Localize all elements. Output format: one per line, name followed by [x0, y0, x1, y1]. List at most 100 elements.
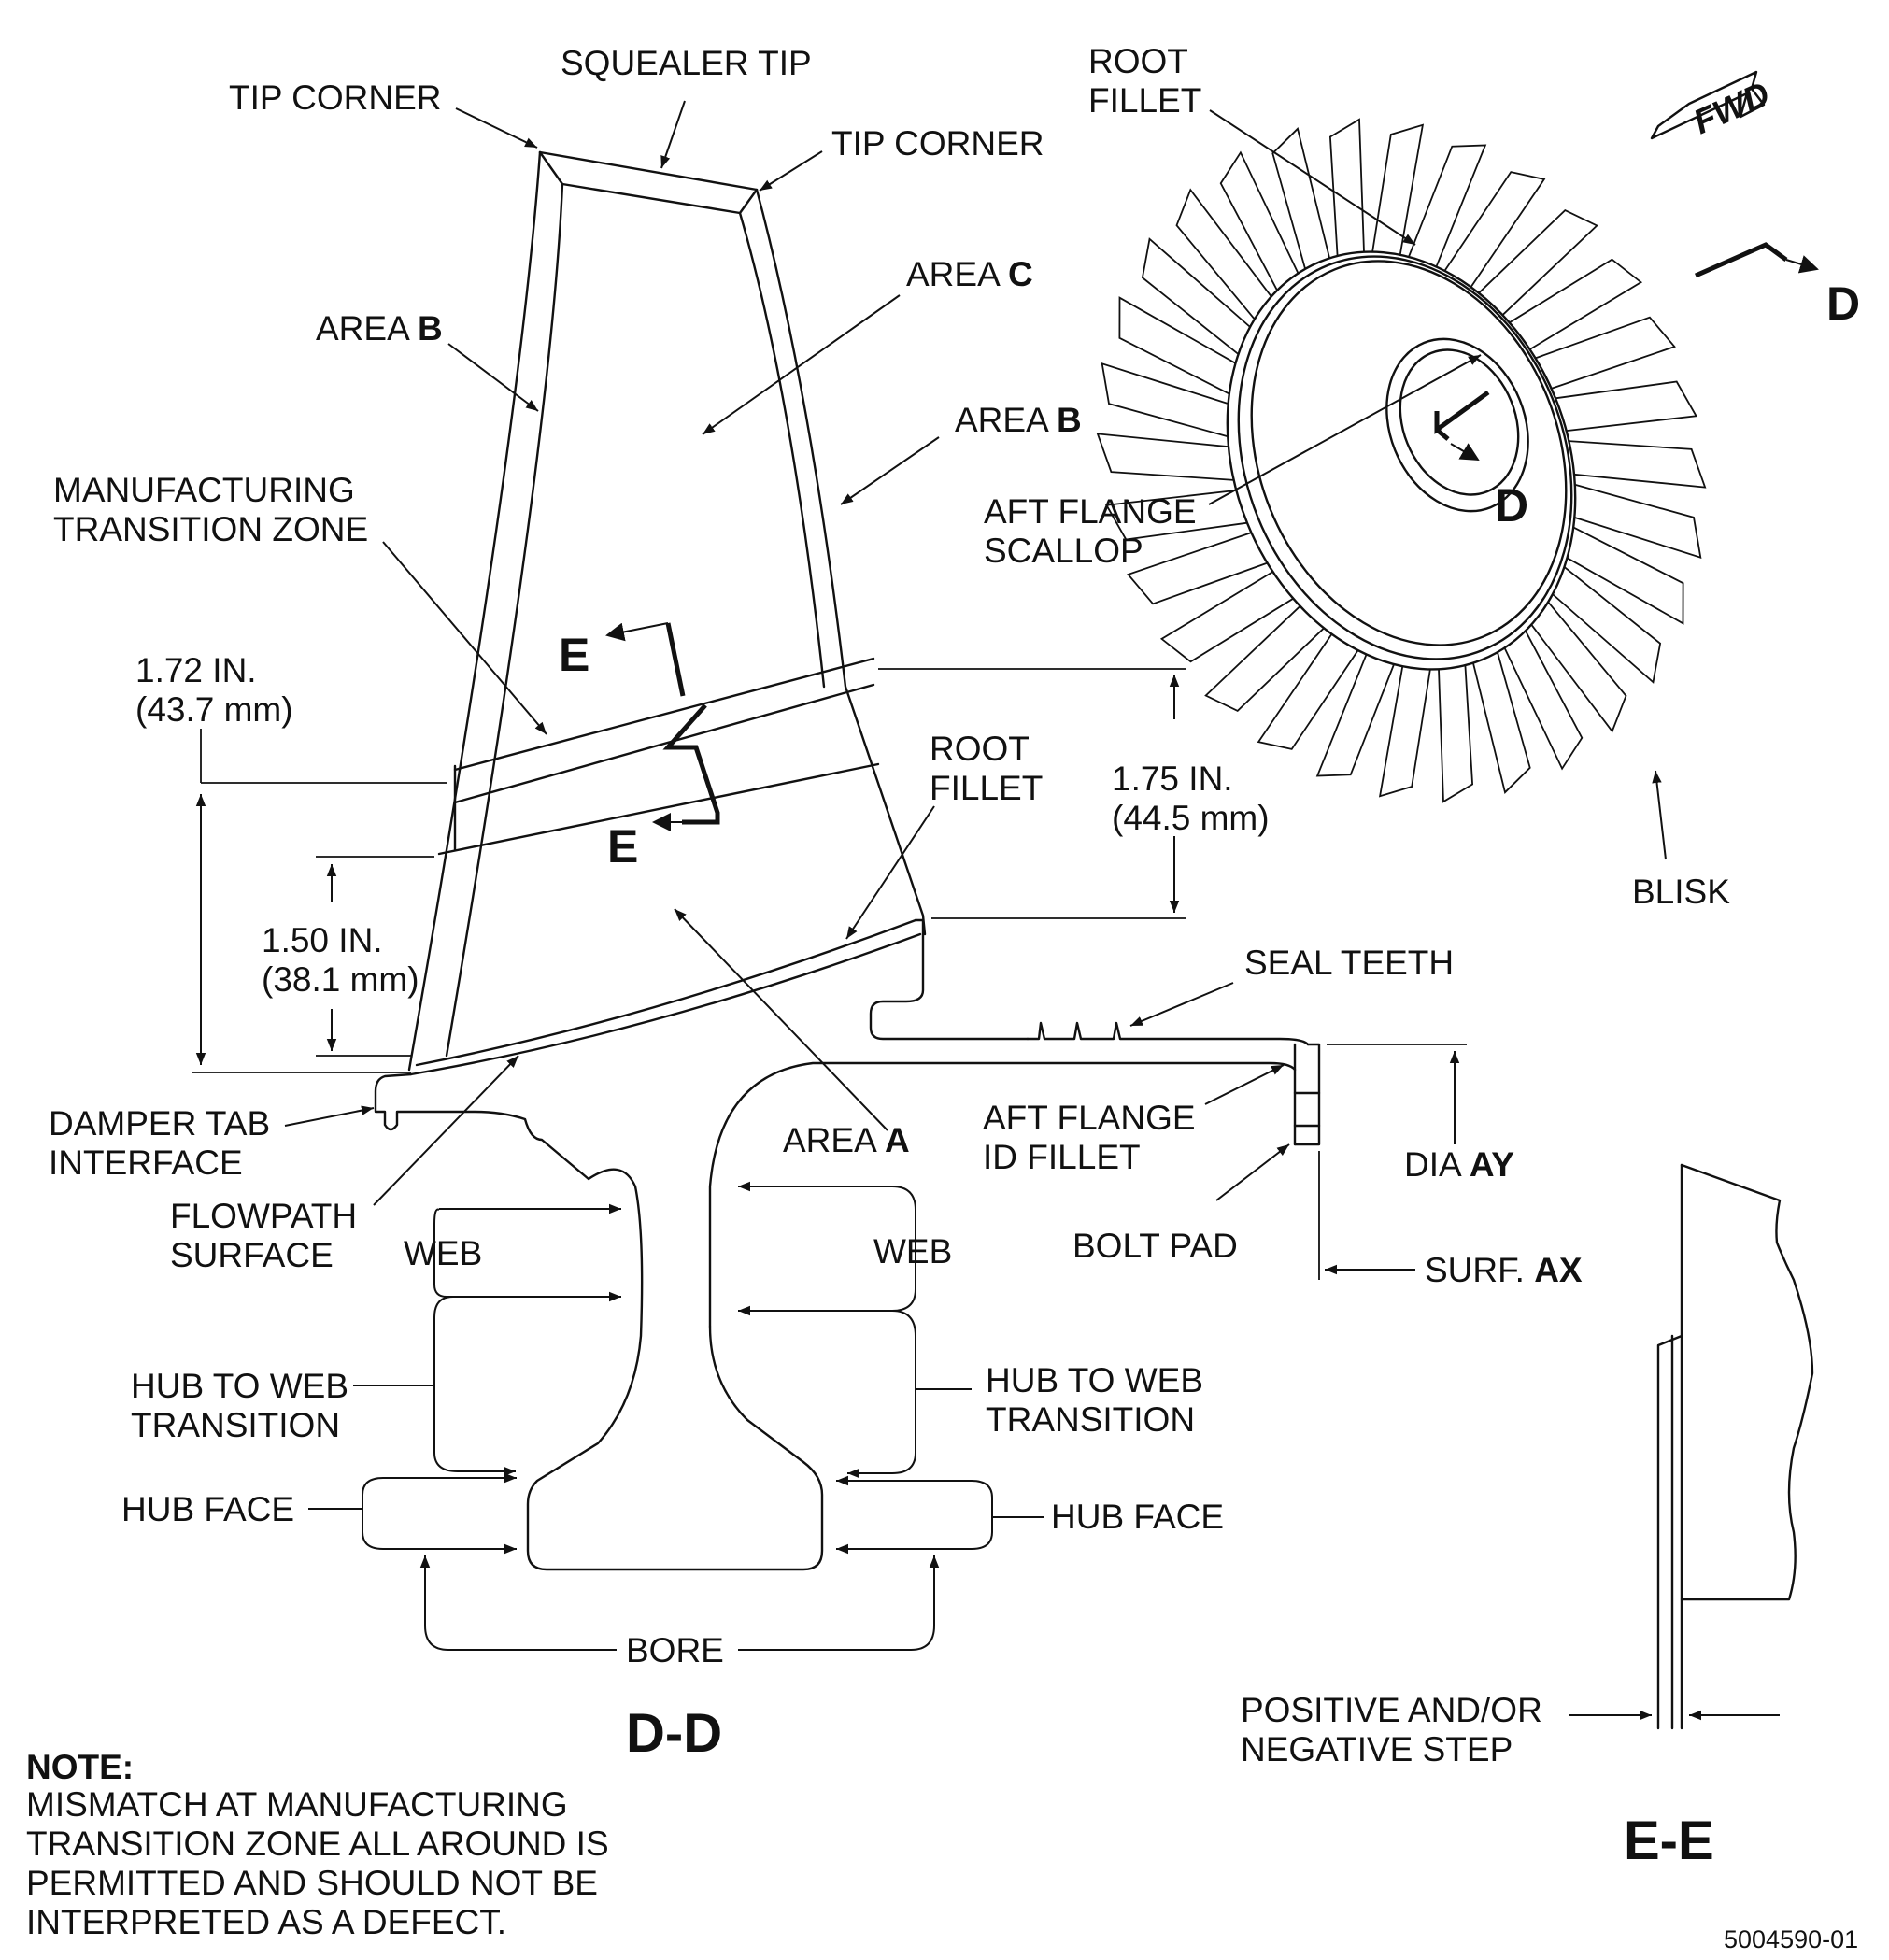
blisk-blade [1443, 171, 1546, 288]
hub-to-web-right-line2: TRANSITION [986, 1400, 1195, 1439]
aft-flange-id-fillet-line2: ID FILLET [983, 1138, 1141, 1176]
dim-150-line1: 1.50 IN. [262, 921, 383, 959]
seal-teeth-label: SEAL TEETH [1244, 944, 1454, 982]
area-a-label: AREA A [783, 1121, 910, 1159]
hub-to-web-left-line2: TRANSITION [131, 1406, 340, 1444]
blisk-blade [1101, 362, 1229, 438]
web-right-label: WEB [873, 1232, 952, 1271]
mfg-transition-zone-line1: MANUFACTURING [53, 471, 355, 509]
ee-detail-shape [1656, 1163, 1814, 1730]
fwd-arrow: FWD [1650, 70, 1775, 141]
blisk-blade [1555, 380, 1698, 432]
blisk-blades [1096, 118, 1707, 803]
hub-to-web-left-line1: HUB TO WEB [131, 1367, 348, 1405]
airfoil-outline [407, 150, 1030, 1076]
view-title-ee: E-E [1624, 1811, 1714, 1871]
blisk-blade [1257, 633, 1359, 750]
disk-web-hub [374, 1072, 824, 1571]
section-e-upper-marker: E [559, 629, 589, 681]
aft-flange-scallop-line2: SCALLOP [984, 532, 1143, 570]
hub-face-left-label: HUB FACE [121, 1490, 294, 1528]
dim-150-line2: (38.1 mm) [262, 960, 419, 999]
damper-tab-interface-line1: DAMPER TAB [49, 1104, 270, 1143]
root-fillet-top-line1: ROOT [1088, 42, 1188, 80]
note-line-2: TRANSITION ZONE ALL AROUND IS [26, 1825, 609, 1863]
positive-negative-step-line1: POSITIVE AND/OR [1241, 1691, 1542, 1729]
figure-number: 5004590-01 [1724, 1925, 1858, 1953]
dim-172-line2: (43.7 mm) [135, 690, 293, 729]
hub-to-web-right-line1: HUB TO WEB [986, 1361, 1203, 1399]
root-fillet-top-line2: FILLET [1088, 81, 1201, 120]
blisk-blade [1509, 258, 1643, 350]
squealer-tip-label: SQUEALER TIP [561, 44, 812, 82]
blisk-blade [1569, 440, 1707, 489]
blisk-label: BLISK [1632, 873, 1730, 911]
bolt-pad-label: BOLT PAD [1072, 1227, 1238, 1265]
web-left-label: WEB [404, 1234, 482, 1272]
section-e-cut-line [605, 622, 720, 831]
blisk-blade [1219, 150, 1300, 291]
area-b-left-label: AREA B [316, 309, 443, 348]
note-line-1: MISMATCH AT MANUFACTURING [26, 1785, 568, 1824]
blisk-blade [1535, 316, 1676, 390]
damper-tab-interface-line2: INTERFACE [49, 1143, 243, 1182]
note-heading: NOTE: [26, 1748, 134, 1786]
blisk-blade [1503, 630, 1584, 771]
note-line-4: INTERPRETED AS A DEFECT. [26, 1903, 506, 1941]
blisk-blade [1371, 123, 1425, 255]
hub-face-right-label: HUB FACE [1051, 1498, 1224, 1536]
blisk-blade [1104, 490, 1248, 541]
leader-lines [284, 100, 1667, 1651]
bore-label: BORE [626, 1631, 724, 1669]
dim-175-line2: (44.5 mm) [1112, 799, 1270, 837]
flowpath-surface-line1: FLOWPATH [170, 1197, 357, 1235]
blisk-blade [1574, 483, 1702, 560]
blisk-blade [1408, 144, 1487, 267]
tip-corner-left-label: TIP CORNER [229, 78, 442, 117]
dia-ay-label: DIA AY [1404, 1145, 1514, 1184]
blisk-blade [1118, 296, 1236, 395]
aft-flange-scallop-line1: AFT FLANGE [984, 492, 1197, 531]
blisk-blade [1096, 433, 1234, 481]
section-d-center-marker: D [1495, 479, 1528, 532]
blisk-isometric: FWD [1096, 70, 1819, 803]
surf-ax-label: SURF. AX [1425, 1251, 1583, 1289]
note-line-3: PERMITTED AND SHOULD NOT BE [26, 1864, 598, 1902]
blisk-blade [1567, 526, 1684, 625]
seal-teeth-shape [1026, 1021, 1310, 1046]
blisk-blade [1438, 665, 1474, 803]
area-b-right-label: AREA B [955, 401, 1082, 439]
section-d-right-marker: D [1826, 277, 1860, 330]
dim-172-line1: 1.72 IN. [135, 651, 257, 689]
view-title-dd: D-D [626, 1703, 722, 1764]
positive-negative-step-line2: NEGATIVE STEP [1241, 1730, 1513, 1768]
blisk-blade [1378, 666, 1431, 798]
flowpath-surface-line2: SURFACE [170, 1236, 334, 1274]
blisk-blade [1472, 651, 1531, 794]
blisk-blade [1315, 654, 1395, 777]
blisk-blade [1530, 601, 1627, 733]
section-markers: E E D D [559, 277, 1860, 873]
blisk-blade [1141, 237, 1251, 355]
aft-flange-id-fillet-line1: AFT FLANGE [983, 1099, 1196, 1137]
text-labels: TIP CORNER SQUEALER TIP TIP CORNER ROOT … [49, 42, 1730, 1768]
dimension-lines [192, 668, 1780, 1721]
aft-flange-shape [708, 1043, 1321, 1328]
blisk-blade [1127, 532, 1268, 605]
tip-corner-right-label: TIP CORNER [831, 124, 1044, 163]
note-block: NOTE: MISMATCH AT MANUFACTURING TRANSITI… [26, 1748, 609, 1941]
section-e-lower-marker: E [607, 820, 638, 873]
blisk-blade [1328, 118, 1365, 256]
root-fillet-mid-line2: FILLET [930, 769, 1043, 807]
blisk-blade [1159, 571, 1294, 663]
dim-175-line1: 1.75 IN. [1112, 760, 1233, 798]
root-fillet-mid-line1: ROOT [930, 730, 1030, 768]
blisk-blade [1204, 605, 1325, 712]
blisk-blade [1478, 209, 1598, 316]
blisk-blade [1552, 566, 1662, 684]
blisk-blade [1175, 188, 1272, 320]
mfg-transition-zone-line2: TRANSITION ZONE [53, 510, 368, 548]
blisk-blade [1271, 127, 1330, 270]
area-c-label: AREA C [906, 255, 1033, 293]
